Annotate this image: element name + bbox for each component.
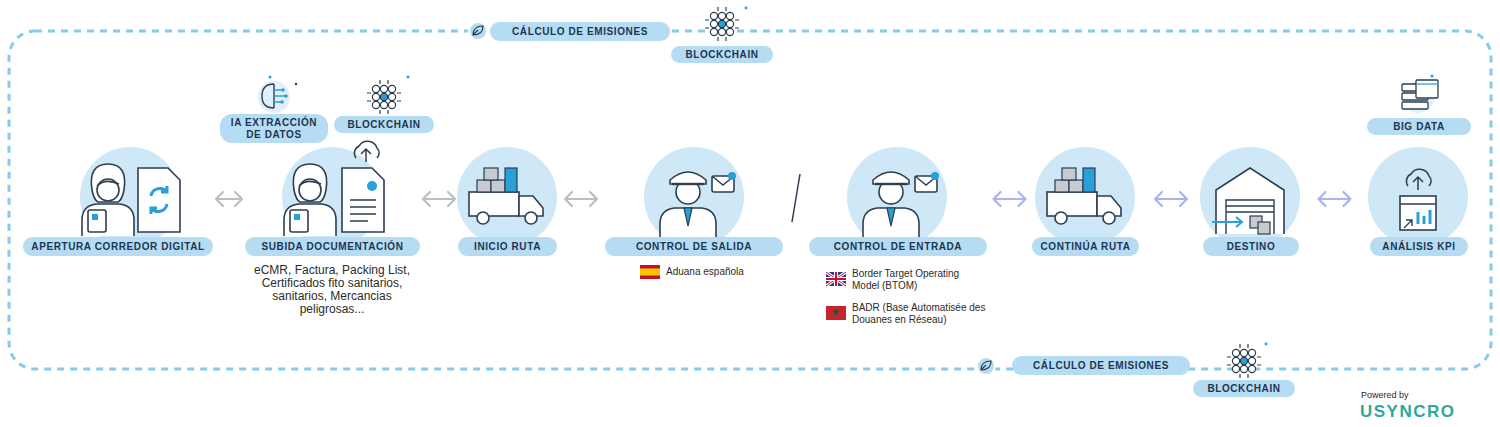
pill-text: DESTINO [1227, 241, 1276, 253]
pill-text: SUBIDA DOCUMENTACIÓN [262, 241, 404, 253]
arrow-line [994, 192, 1026, 206]
double-arrow [994, 192, 1026, 206]
brand-logo: USYNCRO [1360, 402, 1492, 422]
label-pill: CÁLCULO DE EMISIONES [490, 22, 670, 41]
label-pill: CÁLCULO DE EMISIONES [1012, 356, 1190, 375]
label-pill: BLOCKCHAIN [1193, 380, 1295, 397]
arrow-line [216, 192, 242, 206]
label-pill: BLOCKCHAIN [334, 116, 434, 133]
note-text: Powered by [1361, 390, 1441, 401]
double-arrow [216, 192, 242, 206]
label-pill: INICIO RUTA [458, 237, 557, 256]
label-pill: ANÁLISIS KPI [1370, 237, 1468, 256]
label-pill: IA EXTRACCIÓN DE DATOS [220, 114, 328, 143]
note-text: Aduana española [666, 266, 786, 278]
double-arrow [1155, 192, 1187, 206]
pill-text: CONTROL DE SALIDA [636, 241, 752, 253]
label-pill: BLOCKCHAIN [671, 46, 773, 63]
note-text: Border Target Operating Model (BTOM) [852, 268, 982, 292]
arrow-line [423, 192, 455, 206]
pill-text: BIG DATA [1393, 121, 1445, 133]
double-arrow [565, 192, 597, 206]
pill-text: IA EXTRACCIÓN DE DATOS [228, 117, 320, 141]
arrow-line [1155, 192, 1187, 206]
double-arrow [1319, 192, 1351, 206]
arrow-line [1319, 192, 1351, 206]
pill-text: BLOCKCHAIN [685, 49, 758, 61]
pill-text: CONTINÚA RUTA [1040, 241, 1130, 253]
label-pill: BIG DATA [1367, 118, 1471, 135]
label-pill: CONTROL DE ENTRADA [809, 237, 987, 256]
label-pill: APERTURA CORREDOR DIGITAL [23, 237, 213, 256]
note-text: eCMR, Factura, Packing List, Certificado… [240, 264, 424, 316]
label-pill: DESTINO [1203, 237, 1299, 256]
pill-text: BLOCKCHAIN [347, 119, 420, 131]
note-text: BADR (Base Automatisée des Douanes en Ré… [852, 302, 992, 326]
pill-text: BLOCKCHAIN [1207, 383, 1280, 395]
pill-text: INICIO RUTA [474, 241, 541, 253]
label-pill: CONTINÚA RUTA [1032, 237, 1139, 256]
pill-text: ANÁLISIS KPI [1382, 241, 1455, 253]
pill-text: CÁLCULO DE EMISIONES [1033, 360, 1169, 372]
label-pill: SUBIDA DOCUMENTACIÓN [245, 237, 420, 256]
pill-text: CÁLCULO DE EMISIONES [512, 26, 648, 38]
double-arrow [423, 192, 455, 206]
pill-text: CONTROL DE ENTRADA [834, 241, 962, 253]
arrow-line [565, 192, 597, 206]
label-pill: CONTROL DE SALIDA [605, 237, 783, 256]
pill-text: APERTURA CORREDOR DIGITAL [31, 241, 204, 253]
